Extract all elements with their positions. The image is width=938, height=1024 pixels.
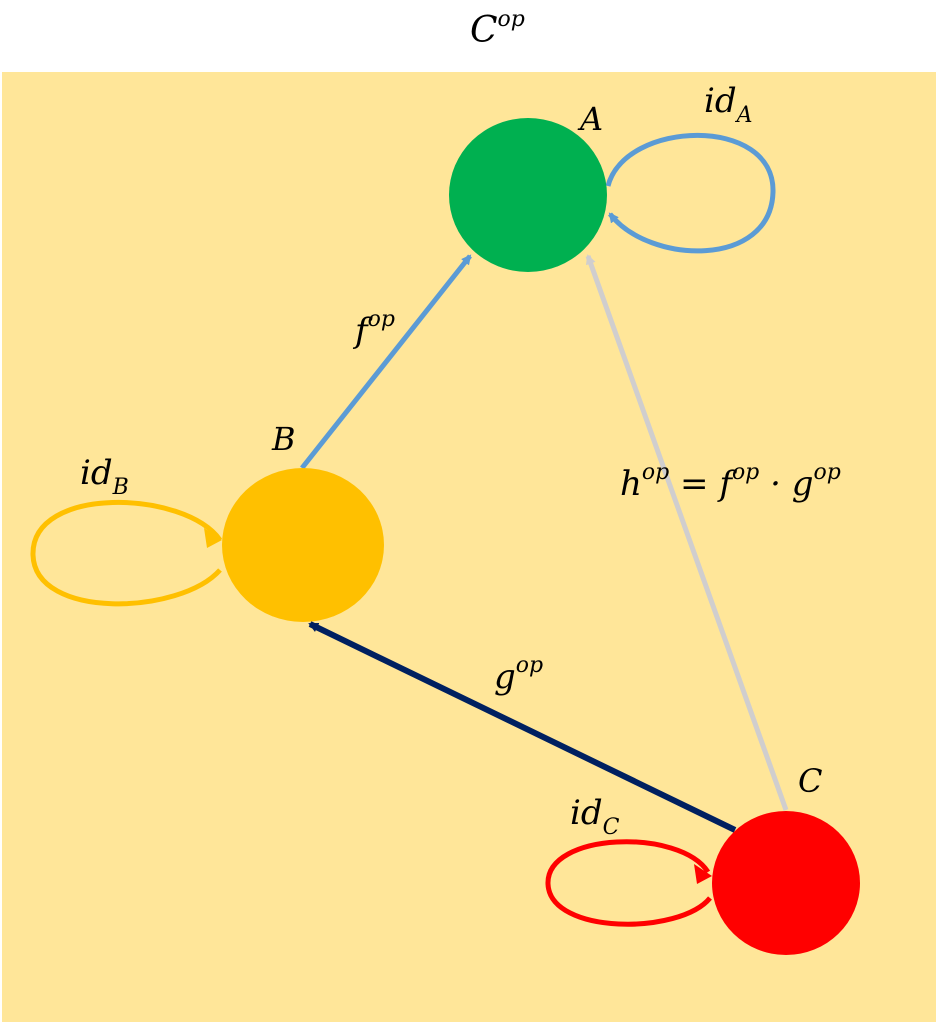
loop-b-base: id: [80, 453, 113, 493]
arrow-h-op: [585, 254, 789, 811]
node-a: [449, 118, 607, 272]
identity-loop-a: [605, 132, 776, 254]
arrow-f-op: [300, 254, 472, 470]
node-b-label: B: [271, 420, 296, 458]
arrow-h-lhs-base: h: [620, 464, 642, 504]
loop-c-base: id: [570, 793, 603, 833]
arrow-g-base: g: [494, 657, 516, 697]
arrow-h-lhs-sup: op: [642, 460, 669, 485]
diagram-title: Cop: [470, 7, 525, 51]
title-sup: op: [498, 7, 525, 32]
loop-a-sub: A: [735, 103, 753, 128]
node-c-label: C: [798, 762, 822, 800]
title-base: C: [470, 10, 498, 51]
arrow-g-op: [308, 621, 737, 833]
arrow-h-g-base: g: [792, 464, 814, 504]
arrow-h-label: hop = fop · gop: [620, 460, 841, 504]
loop-b-sub: B: [112, 475, 129, 500]
node-b: [222, 468, 384, 622]
arrow-g-label: gop: [494, 653, 543, 697]
loop-a-base: id: [704, 81, 737, 121]
loop-c-label: idC: [570, 793, 620, 840]
arrow-g-sup: op: [516, 653, 543, 678]
identity-loop-c: [545, 839, 712, 927]
loop-b-label: idB: [80, 453, 129, 500]
arrow-h-f-sup: op: [732, 460, 759, 485]
arrow-h-g-sup: op: [813, 460, 840, 485]
identity-loop-b-head: [204, 528, 222, 548]
node-a-label: A: [577, 100, 603, 138]
loop-a-label: idA: [704, 81, 753, 128]
identity-loop-b: [30, 499, 223, 607]
arrow-h-equals: =: [669, 464, 719, 504]
arrow-h-dot: ·: [759, 464, 791, 504]
arrow-f-sup: op: [368, 307, 395, 332]
identity-loop-c-head: [694, 864, 712, 884]
node-c: [712, 811, 860, 955]
loop-c-sub: C: [603, 815, 620, 840]
